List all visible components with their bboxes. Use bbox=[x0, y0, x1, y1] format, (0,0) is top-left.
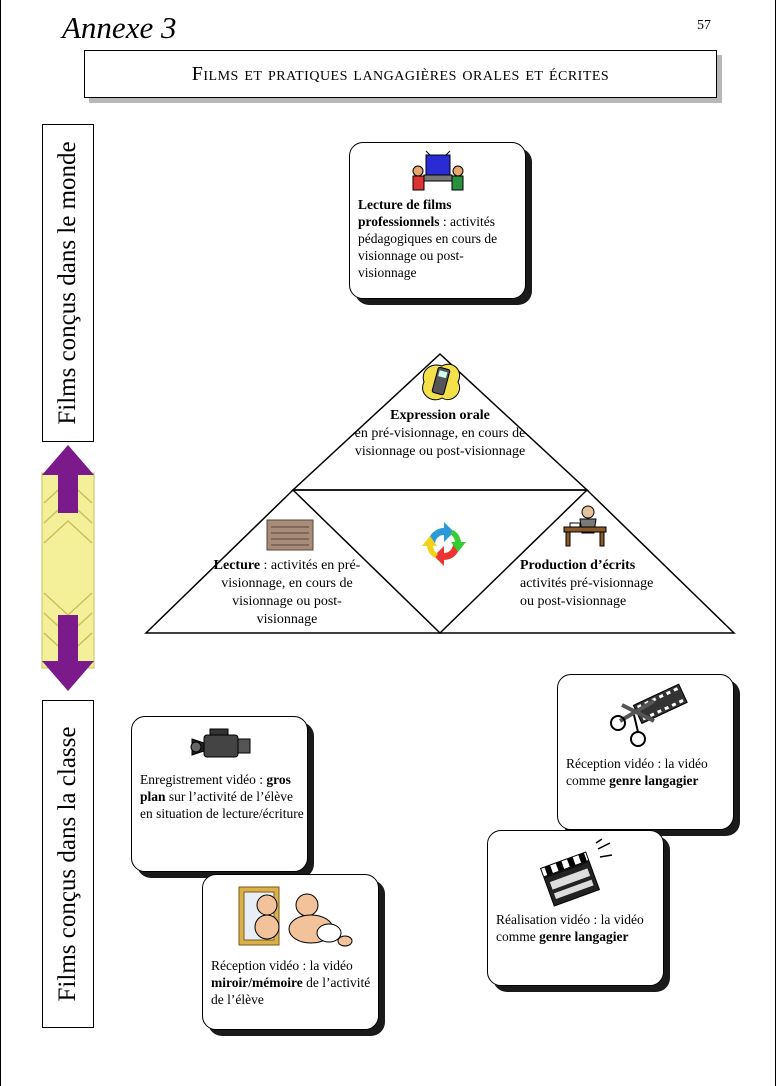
side-label-top: Films conçus dans le monde bbox=[42, 124, 94, 442]
pyramid-left-text: Lecture : activités en pré-visionnage, e… bbox=[207, 557, 367, 629]
pyramid-left-title: Lecture bbox=[213, 558, 261, 573]
card-reception-miroir-text1: Réception vidéo : la vidéo bbox=[211, 958, 353, 973]
side-label-top-text: Films conçus dans le monde bbox=[54, 141, 81, 425]
card-lecture-films: Lecture de films professionnels : activi… bbox=[349, 142, 526, 299]
card-reception-miroir-bold: miroir/mémoire bbox=[211, 975, 303, 990]
card-lecture-films-colon: : bbox=[439, 214, 447, 229]
card-enregistrement-text2: sur l’activité de l’élève en situation d… bbox=[140, 789, 304, 821]
card-reception-genre-text1: Réception vidéo : la vidéo comme bbox=[566, 756, 708, 788]
double-arrow-icon bbox=[41, 445, 95, 691]
clapperboard-icon bbox=[539, 838, 613, 907]
card-reception-miroir: Réception vidéo : la vidéo miroir/mémoir… bbox=[202, 874, 379, 1030]
pyramid-right-body: activités pré-visionnage ou post-visionn… bbox=[520, 576, 654, 609]
card-lecture-films-title: Lecture de films professionnels bbox=[358, 197, 452, 229]
card-realisation-bold: genre langagier bbox=[539, 929, 629, 944]
tablet-stone-icon bbox=[266, 519, 314, 551]
pyramid-right-title: Production d’écrits bbox=[520, 558, 636, 573]
page-number: 57 bbox=[697, 18, 711, 33]
pyramid-left-body: : activités en pré-visionnage, en cours … bbox=[221, 558, 361, 627]
title-box: Films et pratiques langagières orales et… bbox=[84, 50, 717, 98]
card-reception-genre-bold: genre langagier bbox=[609, 773, 699, 788]
computer-users-icon bbox=[412, 150, 464, 191]
writer-at-desk-icon bbox=[563, 505, 607, 547]
card-realisation-text1: Réalisation vidéo : la vidéo comme bbox=[496, 912, 644, 944]
babies-mirror-icon bbox=[238, 886, 353, 947]
card-reception-genre: Réception vidéo : la vidéo comme genre l… bbox=[557, 674, 734, 830]
pyramid-top-text: Expression orale en pré-visionnage, en c… bbox=[345, 407, 535, 461]
side-label-bottom-text: Films conçus dans la classe bbox=[54, 726, 81, 1002]
recycle-arrows-icon bbox=[422, 522, 466, 566]
side-label-bottom: Films conçus dans la classe bbox=[42, 700, 94, 1028]
card-reception-miroir-text2: de l’activité de l’élève bbox=[211, 975, 371, 1007]
mobile-phone-icon bbox=[422, 363, 460, 401]
pyramid-top-title: Expression orale bbox=[390, 408, 490, 423]
page-right-border bbox=[775, 0, 776, 1086]
card-realisation: Réalisation vidéo : la vidéo comme genre… bbox=[487, 830, 664, 986]
page-left-border bbox=[0, 0, 1, 1086]
video-camera-icon bbox=[190, 728, 251, 758]
pyramid-diagram bbox=[144, 352, 736, 634]
card-lecture-films-text: activités pédagogiques en cours de visio… bbox=[358, 214, 498, 280]
card-enregistrement: Enregistrement vidéo : gros plan sur l’a… bbox=[131, 716, 308, 872]
film-scissors-icon bbox=[610, 683, 688, 747]
card-enregistrement-bold: gros plan bbox=[140, 772, 291, 804]
pyramid-right-text: Production d’écrits activités pré-vision… bbox=[520, 557, 665, 611]
annexe-heading: Annexe 3 bbox=[62, 10, 177, 45]
card-enregistrement-text1: Enregistrement vidéo : bbox=[140, 772, 263, 787]
page-title: Films et pratiques langagières orales et… bbox=[191, 62, 610, 85]
pyramid-top-body: en pré-visionnage, en cours de visionnag… bbox=[354, 426, 526, 459]
